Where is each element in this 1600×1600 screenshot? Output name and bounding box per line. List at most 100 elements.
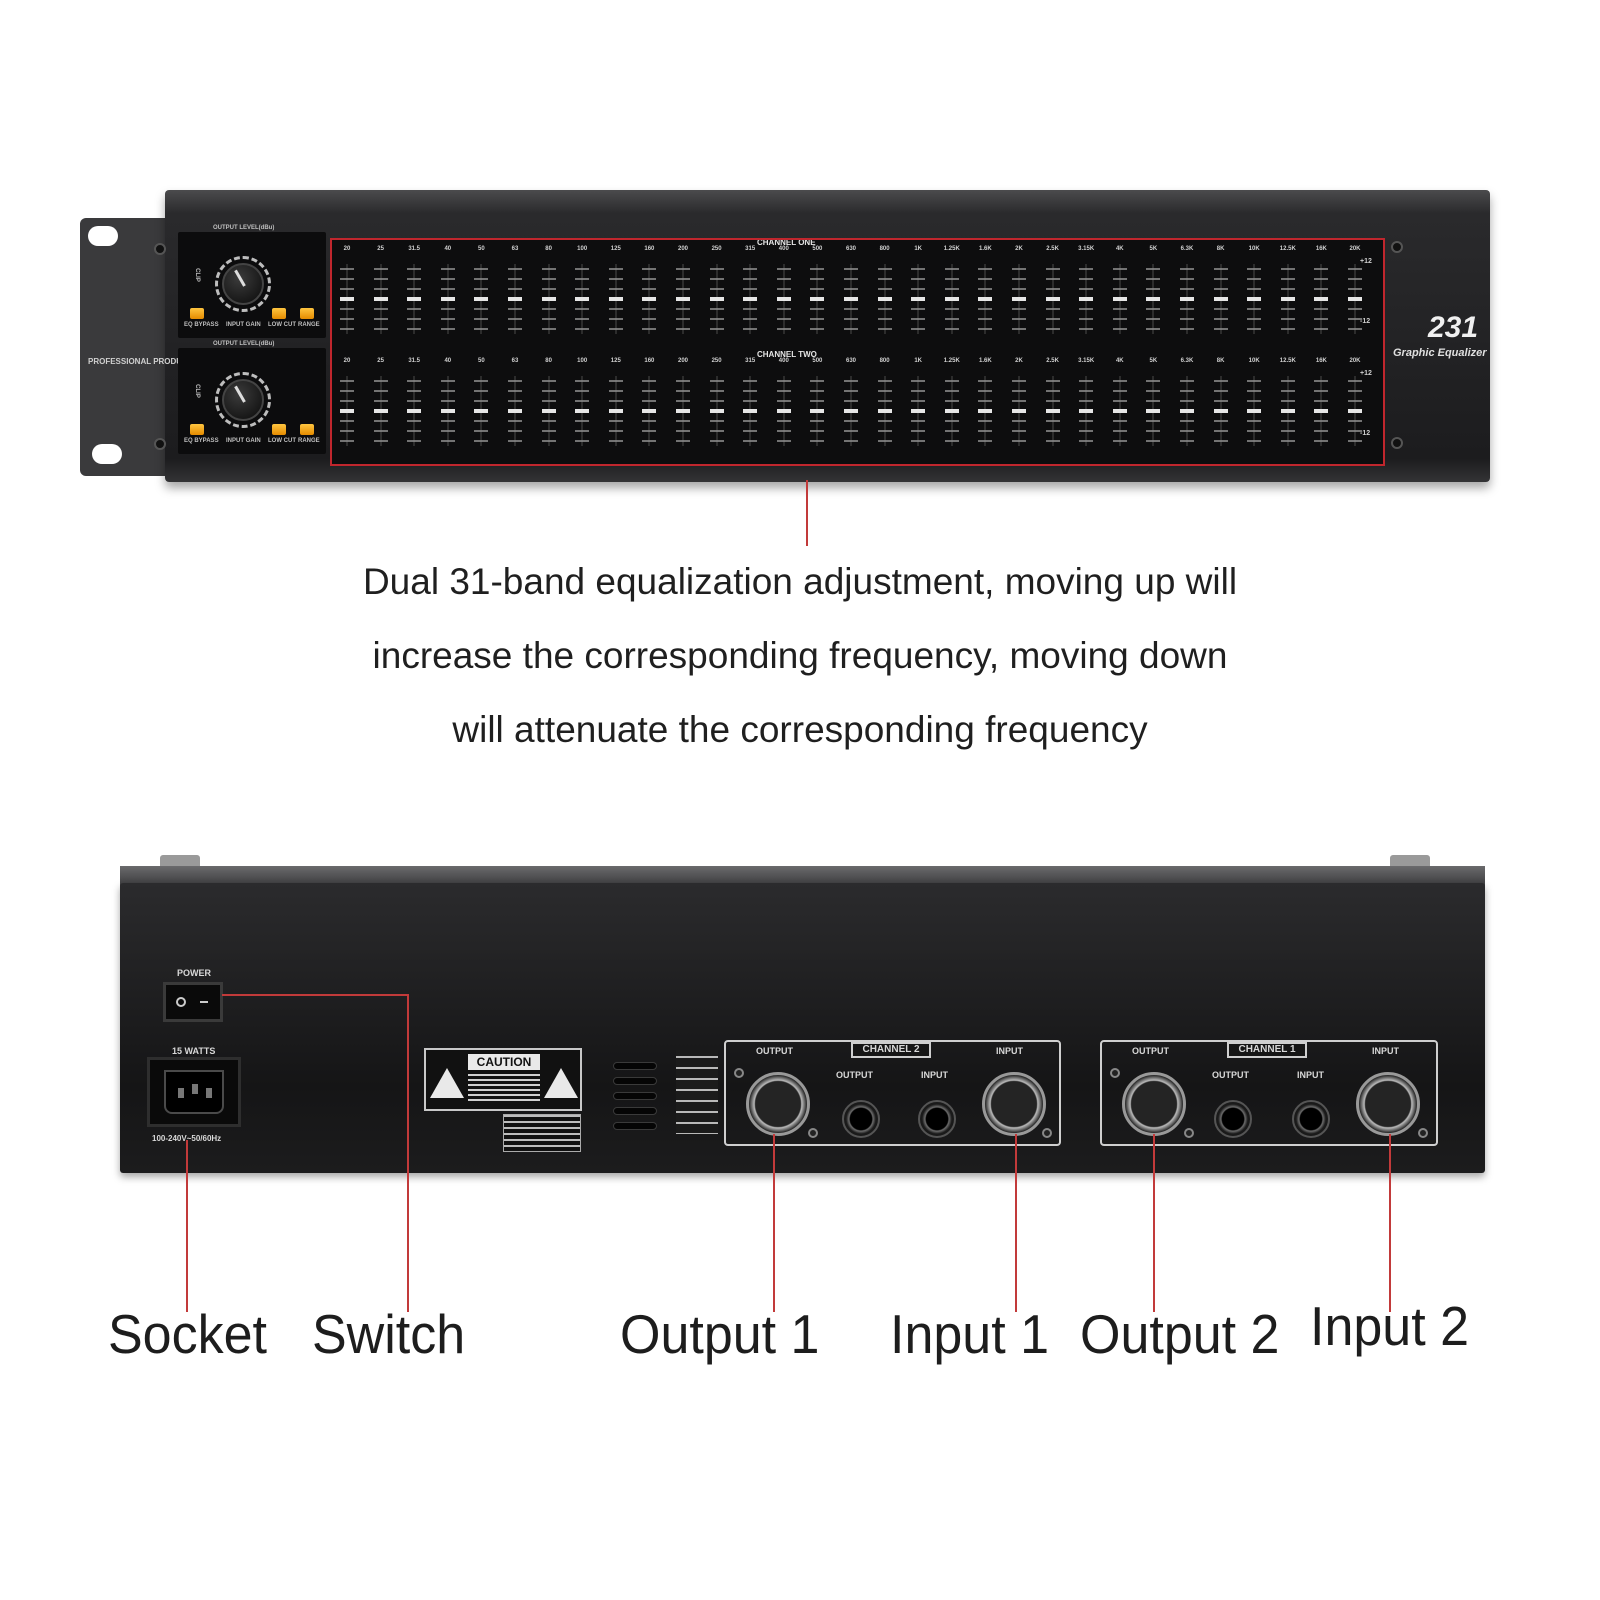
slider-cap[interactable] xyxy=(1180,297,1194,301)
eq-slider-ch1[interactable] xyxy=(911,264,926,334)
slider-cap[interactable] xyxy=(340,409,354,413)
eq-slider-ch2[interactable] xyxy=(1079,376,1094,446)
slider-cap[interactable] xyxy=(541,409,556,413)
eq-slider-ch1[interactable] xyxy=(944,264,959,334)
xlr-input-ch2[interactable] xyxy=(982,1072,1046,1136)
slider-cap[interactable] xyxy=(709,297,724,301)
eq-slider-ch1[interactable] xyxy=(877,264,892,334)
eq-slider-ch1[interactable] xyxy=(373,264,388,334)
slider-cap[interactable] xyxy=(440,297,455,301)
slider-cap[interactable] xyxy=(1213,409,1228,413)
eq-slider-ch2[interactable] xyxy=(508,376,522,446)
slider-cap[interactable] xyxy=(676,297,690,301)
low-cut-button-ch1[interactable] xyxy=(272,308,286,319)
slider-cap[interactable] xyxy=(407,409,422,413)
eq-slider-ch1[interactable] xyxy=(743,264,758,334)
eq-slider-ch2[interactable] xyxy=(541,376,556,446)
eq-slider-ch1[interactable] xyxy=(1079,264,1094,334)
eq-slider-ch1[interactable] xyxy=(1045,264,1060,334)
slider-cap[interactable] xyxy=(340,297,354,301)
input-gain-knob-ch2[interactable] xyxy=(222,379,264,421)
eq-slider-ch2[interactable] xyxy=(1280,376,1295,446)
eq-slider-ch1[interactable] xyxy=(1314,264,1329,334)
slider-cap[interactable] xyxy=(1012,409,1026,413)
eq-slider-ch1[interactable] xyxy=(1348,264,1362,334)
jack-output-ch2[interactable] xyxy=(842,1100,880,1138)
slider-cap[interactable] xyxy=(1146,409,1161,413)
slider-cap[interactable] xyxy=(1045,409,1060,413)
slider-cap[interactable] xyxy=(1146,297,1161,301)
slider-cap[interactable] xyxy=(844,409,858,413)
slider-cap[interactable] xyxy=(944,297,959,301)
eq-slider-ch1[interactable] xyxy=(407,264,422,334)
eq-slider-ch2[interactable] xyxy=(1314,376,1329,446)
slider-cap[interactable] xyxy=(1280,409,1295,413)
slider-cap[interactable] xyxy=(474,297,489,301)
slider-cap[interactable] xyxy=(1180,409,1194,413)
eq-slider-ch1[interactable] xyxy=(810,264,825,334)
eq-slider-ch2[interactable] xyxy=(474,376,489,446)
range-button-ch1[interactable] xyxy=(300,308,314,319)
slider-cap[interactable] xyxy=(1247,409,1262,413)
eq-slider-ch2[interactable] xyxy=(440,376,455,446)
slider-cap[interactable] xyxy=(373,297,388,301)
eq-slider-ch1[interactable] xyxy=(1280,264,1295,334)
slider-cap[interactable] xyxy=(440,409,455,413)
input-gain-knob-ch1[interactable] xyxy=(222,263,264,305)
slider-cap[interactable] xyxy=(743,297,758,301)
slider-cap[interactable] xyxy=(1348,297,1362,301)
eq-slider-ch2[interactable] xyxy=(1180,376,1194,446)
slider-cap[interactable] xyxy=(978,297,993,301)
eq-slider-ch2[interactable] xyxy=(642,376,657,446)
xlr-output-ch1[interactable] xyxy=(1122,1072,1186,1136)
slider-cap[interactable] xyxy=(608,409,623,413)
slider-cap[interactable] xyxy=(1045,297,1060,301)
jack-input-ch2[interactable] xyxy=(918,1100,956,1138)
eq-slider-ch1[interactable] xyxy=(1247,264,1262,334)
eq-slider-ch2[interactable] xyxy=(407,376,422,446)
slider-cap[interactable] xyxy=(1314,297,1329,301)
eq-bypass-button-ch2[interactable] xyxy=(190,424,204,435)
slider-cap[interactable] xyxy=(1280,297,1295,301)
eq-slider-ch1[interactable] xyxy=(575,264,590,334)
eq-slider-ch2[interactable] xyxy=(1112,376,1127,446)
slider-cap[interactable] xyxy=(844,297,858,301)
eq-slider-ch2[interactable] xyxy=(844,376,858,446)
slider-cap[interactable] xyxy=(608,297,623,301)
power-switch[interactable] xyxy=(163,982,223,1022)
slider-cap[interactable] xyxy=(1348,409,1362,413)
slider-cap[interactable] xyxy=(508,297,522,301)
eq-slider-ch2[interactable] xyxy=(1213,376,1228,446)
eq-slider-ch1[interactable] xyxy=(709,264,724,334)
eq-slider-ch2[interactable] xyxy=(608,376,623,446)
eq-slider-ch2[interactable] xyxy=(575,376,590,446)
eq-slider-ch1[interactable] xyxy=(541,264,556,334)
slider-cap[interactable] xyxy=(1012,297,1026,301)
slider-cap[interactable] xyxy=(944,409,959,413)
slider-cap[interactable] xyxy=(810,297,825,301)
slider-cap[interactable] xyxy=(877,409,892,413)
slider-cap[interactable] xyxy=(1079,409,1094,413)
eq-slider-ch1[interactable] xyxy=(508,264,522,334)
eq-slider-ch2[interactable] xyxy=(1012,376,1026,446)
range-button-ch2[interactable] xyxy=(300,424,314,435)
eq-slider-ch1[interactable] xyxy=(676,264,690,334)
slider-cap[interactable] xyxy=(1112,409,1127,413)
slider-cap[interactable] xyxy=(676,409,690,413)
eq-slider-ch1[interactable] xyxy=(1146,264,1161,334)
eq-slider-ch1[interactable] xyxy=(642,264,657,334)
eq-slider-ch2[interactable] xyxy=(1348,376,1362,446)
slider-cap[interactable] xyxy=(575,297,590,301)
slider-cap[interactable] xyxy=(776,409,791,413)
eq-slider-ch2[interactable] xyxy=(340,376,354,446)
slider-cap[interactable] xyxy=(407,297,422,301)
slider-cap[interactable] xyxy=(642,297,657,301)
slider-cap[interactable] xyxy=(373,409,388,413)
eq-slider-ch2[interactable] xyxy=(676,376,690,446)
eq-slider-ch1[interactable] xyxy=(1112,264,1127,334)
eq-slider-ch2[interactable] xyxy=(1247,376,1262,446)
slider-cap[interactable] xyxy=(911,409,926,413)
eq-slider-ch1[interactable] xyxy=(1213,264,1228,334)
eq-slider-ch1[interactable] xyxy=(844,264,858,334)
slider-cap[interactable] xyxy=(1112,297,1127,301)
